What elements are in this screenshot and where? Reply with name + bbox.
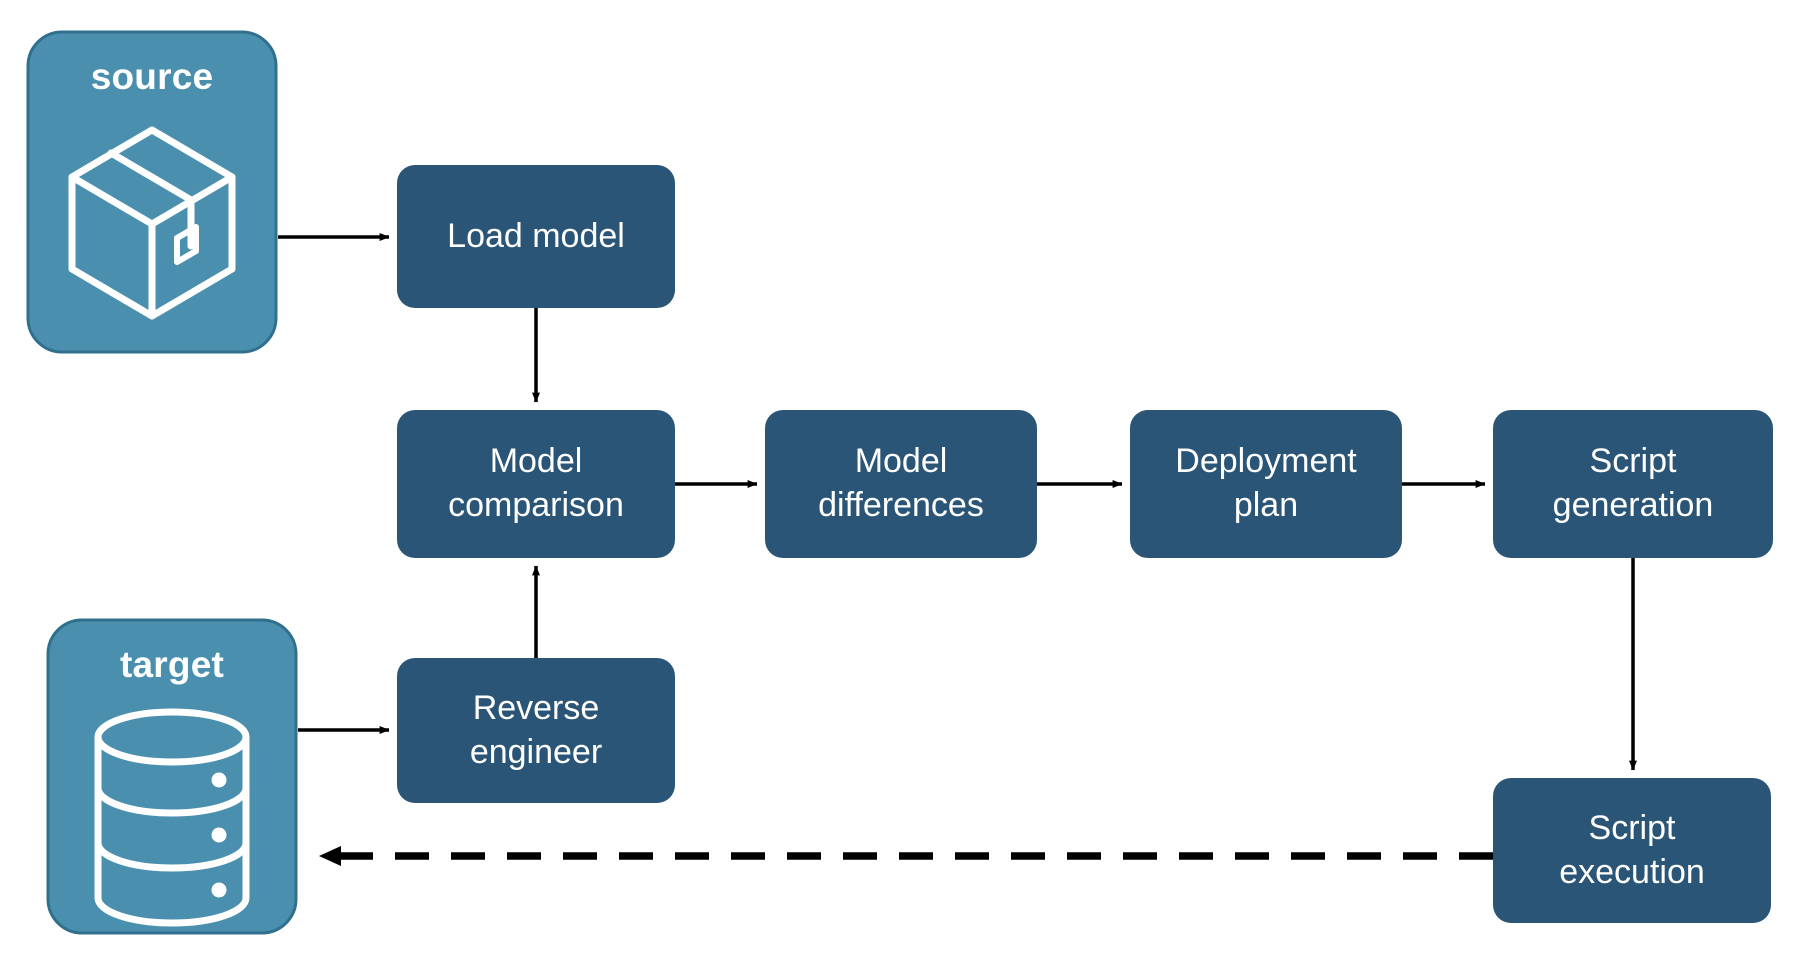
database-dot-icon (211, 882, 227, 898)
node-script-execution[interactable] (1493, 778, 1771, 923)
node-source[interactable] (26, 30, 278, 354)
source-card-shape (26, 30, 278, 354)
database-dot-icon (211, 772, 227, 788)
database-dot-icon (211, 827, 227, 843)
node-reverse-engineer[interactable] (397, 658, 675, 803)
source-title: source (90, 56, 214, 97)
target-title: target (120, 644, 224, 685)
node-script-generation[interactable] (1493, 410, 1773, 558)
node-model-differences[interactable] (765, 410, 1037, 558)
node-load-model[interactable] (397, 165, 675, 308)
node-deployment-plan[interactable] (1130, 410, 1402, 558)
database-cylinder-icon (94, 708, 250, 927)
node-model-comparison[interactable] (397, 410, 675, 558)
package-box-icon (68, 126, 236, 320)
node-target[interactable] (46, 618, 298, 935)
